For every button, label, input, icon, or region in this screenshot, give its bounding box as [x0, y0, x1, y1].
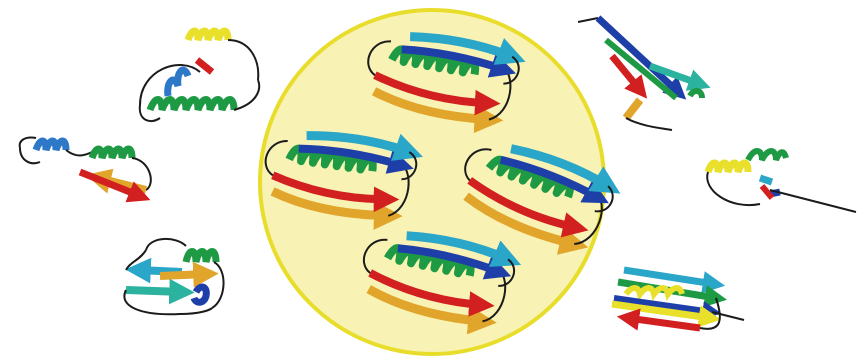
- misfold-top-right: [578, 18, 702, 130]
- misfold-mid-left: [20, 137, 151, 196]
- misfold-bottom-right: [612, 270, 744, 329]
- misfold-mid-right: [707, 151, 856, 212]
- misfold-bottom-left: [124, 239, 223, 314]
- misfold-top-left: [140, 31, 259, 121]
